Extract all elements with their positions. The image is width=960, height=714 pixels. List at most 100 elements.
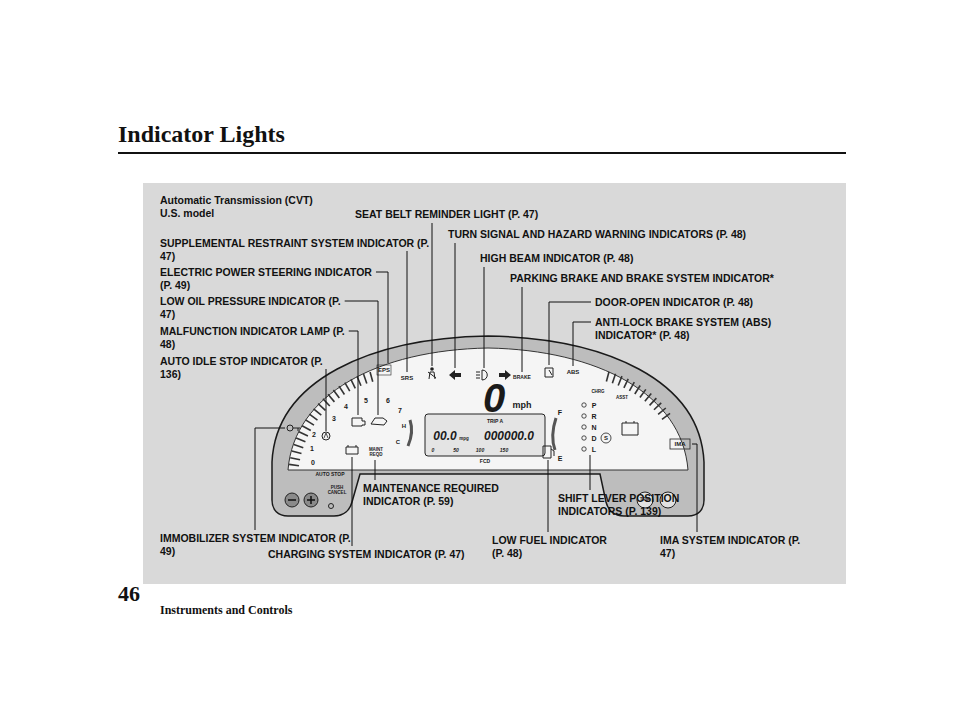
shift-lamp: [582, 436, 586, 440]
gauge-tick: [618, 376, 622, 385]
gauge-text: CHRG: [591, 390, 604, 395]
gauge-tick: [345, 383, 350, 392]
gauge-text: BRAKE: [513, 375, 531, 380]
section-footer: Instruments and Controls: [160, 603, 292, 617]
leader-line: [590, 455, 591, 490]
auto-stop-icon: [324, 433, 328, 438]
leader-line: [349, 331, 358, 415]
callout-label: CHARGING SYSTEM INDICATOR (P. 47): [268, 548, 465, 561]
model-note: Automatic Transmission (CVT) U.S. model: [160, 194, 335, 220]
shift-lamp: [582, 447, 586, 451]
page-title: Indicator Lights: [118, 120, 285, 148]
gauge-tick: [606, 372, 609, 382]
speed-readout: 0: [483, 378, 505, 418]
display-face: [288, 348, 688, 470]
gauge-tick: [645, 394, 651, 402]
temp-gauge-arc: [408, 420, 412, 446]
auto-stop-icon: [322, 432, 330, 440]
gauge-tick: [333, 390, 339, 398]
callout-label: SHIFT LEVER POSITION INDICATORS (P. 139): [558, 492, 693, 518]
leader-line: [692, 444, 697, 532]
gauge-text: ABS: [567, 369, 580, 375]
callout-label: MALFUNCTION INDICATOR LAMP (P. 48): [160, 325, 350, 351]
gauge-text: 50: [453, 448, 459, 453]
plus-sign: [307, 496, 315, 504]
callout-label: ANTI-LOCK BRAKE SYSTEM (ABS) INDICATOR* …: [595, 316, 790, 342]
gauge-text: D: [591, 435, 596, 442]
gauge-text: 7: [398, 407, 402, 414]
engine-icon: [352, 418, 365, 426]
gauge-text: C: [396, 439, 400, 445]
fuel-pump-icon: [543, 446, 554, 458]
gauge-text: E: [558, 455, 563, 462]
gauge-tick: [654, 403, 661, 410]
leader-line: [573, 322, 591, 366]
oil-can-icon: [371, 418, 387, 425]
gauge-tick: [318, 404, 325, 411]
gauge-text: ASST: [616, 396, 628, 401]
gauge-tick: [629, 382, 634, 391]
leader-line: [352, 457, 353, 546]
gauge-text: 4: [344, 403, 348, 410]
gauge-text: 000000.0: [484, 430, 534, 442]
gauge-text: 0: [311, 459, 315, 466]
title-rule: [118, 152, 846, 154]
gauge-tick: [662, 413, 670, 419]
gauge-tick: [640, 389, 646, 397]
gauge-tick: [309, 414, 317, 420]
gauge-text: 0: [432, 448, 435, 453]
gauge-text: 6: [386, 397, 390, 404]
plus-button: [304, 493, 318, 507]
callout-label: DOOR-OPEN INDICATOR (P. 48): [595, 296, 753, 309]
gauge-text: mpg: [459, 437, 469, 442]
page-number: 46: [118, 582, 140, 606]
battery-icon: [346, 445, 358, 454]
gauge-tick: [612, 374, 615, 383]
cluster-housing: [272, 336, 704, 516]
gauge-text: SRS: [401, 375, 413, 381]
minus-sign: [288, 499, 296, 501]
ima-frame: [670, 439, 690, 449]
leader-line: [345, 301, 378, 415]
leader-line: [455, 243, 456, 368]
leader-line: [432, 223, 433, 366]
callout-label: ELECTRIC POWER STEERING INDICATOR (P. 49…: [160, 266, 380, 292]
gauge-text: L: [592, 446, 596, 453]
callout-label: SEAT BELT REMINDER LIGHT (P. 47): [355, 208, 538, 221]
gauge-tick: [328, 394, 334, 402]
gauge-text: H: [402, 423, 406, 429]
callout-label: IMMOBILIZER SYSTEM INDICATOR (P. 49): [160, 532, 355, 558]
assist-battery-icon: [622, 421, 638, 435]
s-mode-ring: [601, 433, 611, 443]
turn-left-arrow: [449, 370, 461, 380]
gauge-tick: [351, 379, 355, 388]
gauge-text: 2: [312, 431, 316, 438]
callout-label: PARKING BRAKE AND BRAKE SYSTEM INDICATOR…: [510, 272, 774, 285]
gauge-text: MAINT REQD: [368, 448, 384, 457]
seat-belt-icon: [430, 367, 434, 371]
gauge-tick: [339, 386, 344, 394]
gauge-text: P: [592, 402, 597, 409]
leader-line: [255, 428, 285, 530]
gauge-text: 100: [476, 448, 484, 453]
callout-label: TURN SIGNAL AND HAZARD WARNING INDICATOR…: [448, 228, 746, 241]
gauge-text: PUSH CANCEL: [327, 486, 347, 495]
gauge-text: IMA: [675, 441, 686, 447]
gauge-tick: [290, 458, 300, 460]
leader-line: [522, 287, 523, 372]
gauge-tick: [658, 408, 666, 414]
gauge-tick: [294, 444, 303, 447]
leader-line: [548, 460, 549, 532]
gauge-tick: [364, 374, 367, 383]
gauge-tick: [299, 432, 308, 436]
gauge-tick: [302, 426, 311, 431]
gauge-text: mph: [513, 401, 532, 410]
gauge-text: FCD: [480, 459, 490, 464]
leader-line: [375, 460, 376, 480]
gauge-text: 3: [332, 415, 336, 422]
gauge-tick: [650, 398, 657, 405]
minus-button: [285, 493, 299, 507]
gauge-text: EPS: [378, 367, 390, 373]
callout-label: AUTO IDLE STOP INDICATOR (P. 136): [160, 355, 325, 381]
